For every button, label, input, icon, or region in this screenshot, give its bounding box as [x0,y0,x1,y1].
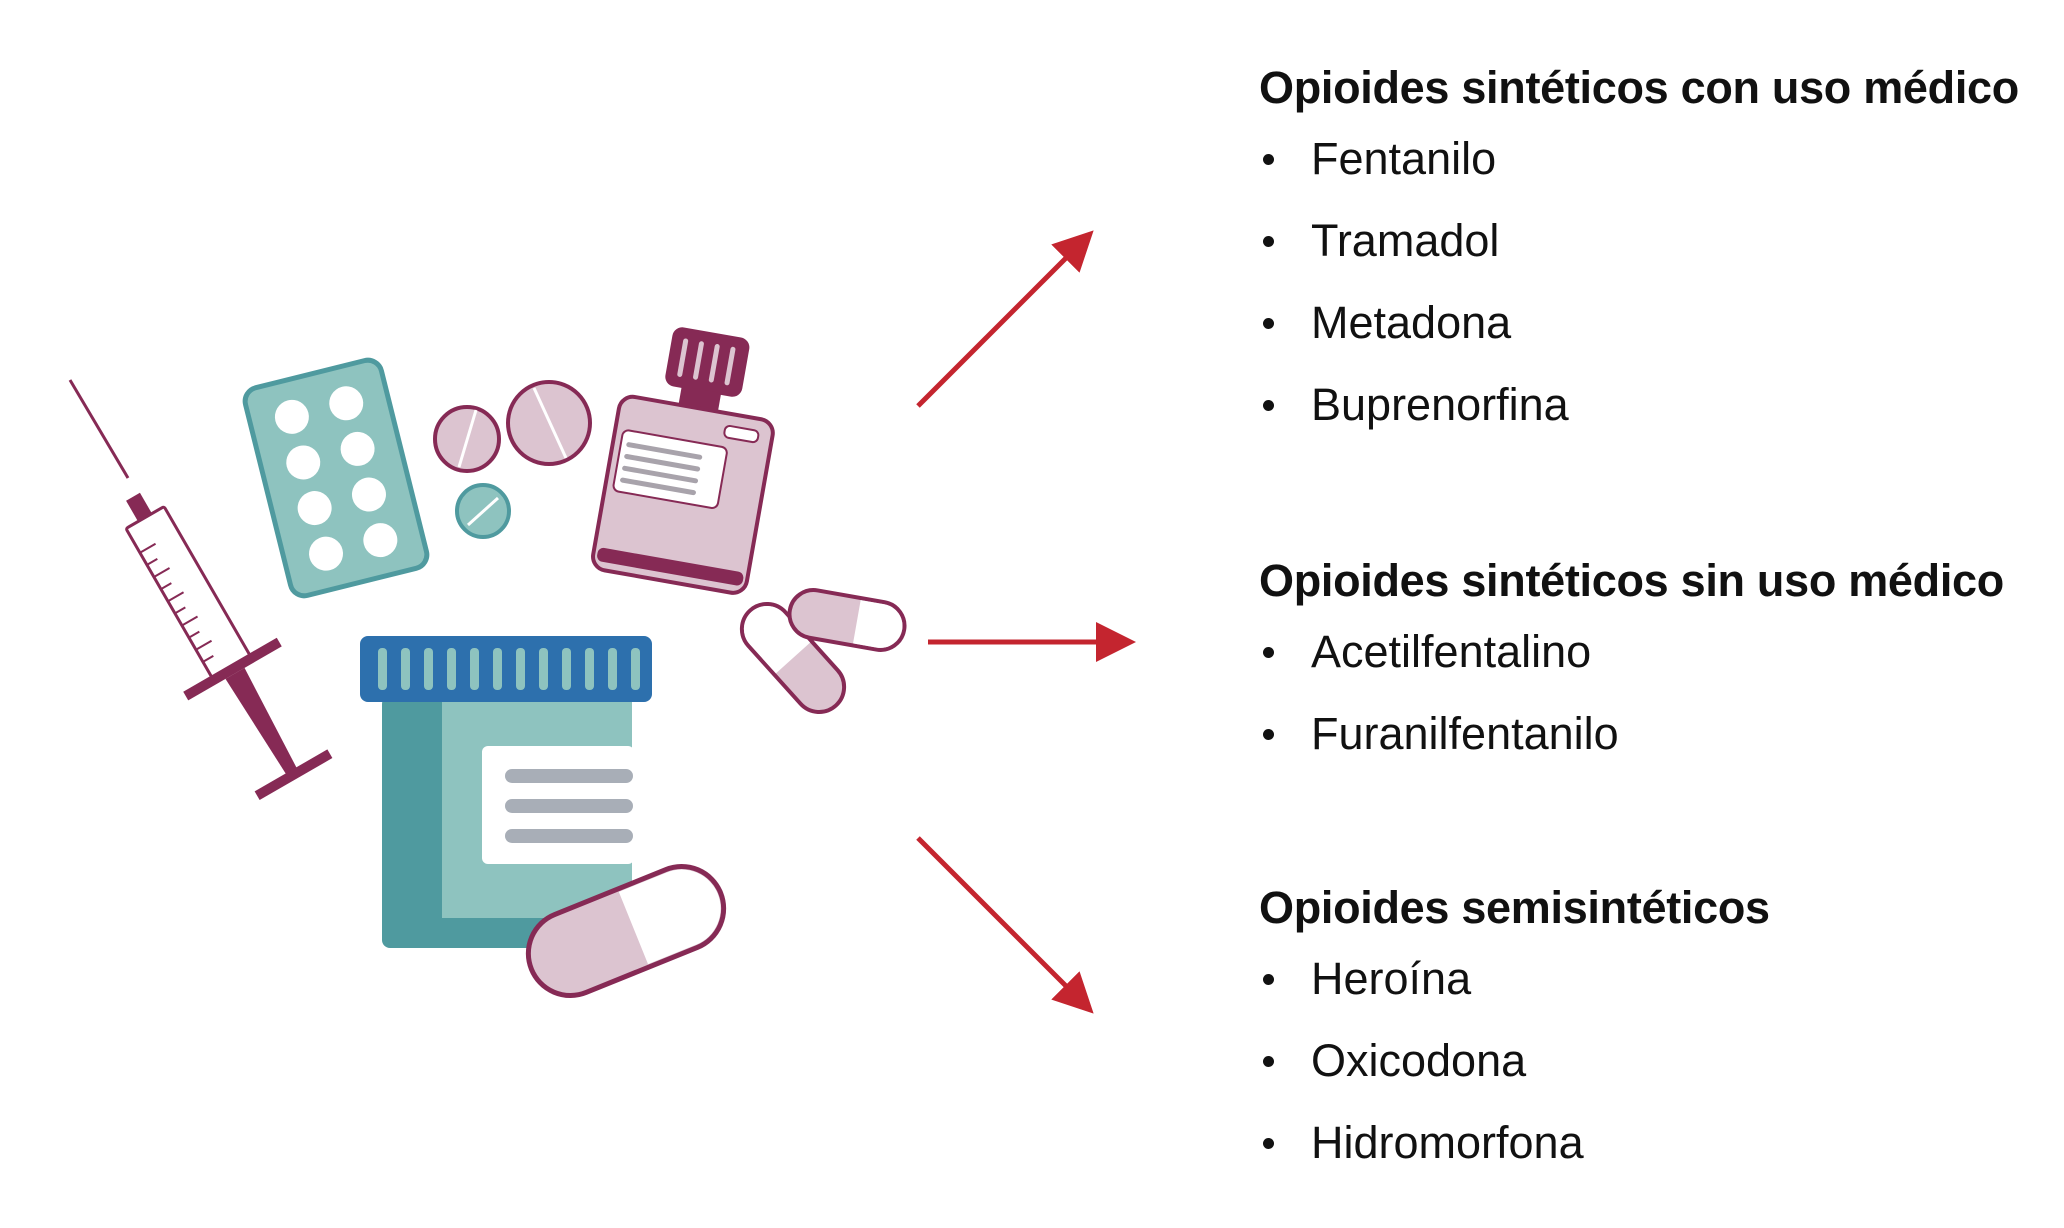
list-item: Oxicodona [1259,1020,1770,1102]
list-item: Furanilfentanilo [1259,693,2004,775]
group-synthetic-non-medical: Opioides sintéticos sin uso médico Aceti… [1259,551,2004,775]
group-title: Opioides sintéticos sin uso médico [1259,555,2004,606]
capsule-icon [525,864,727,998]
arrow-down-right [916,836,1094,1014]
item-list: Acetilfentalino Furanilfentanilo [1259,611,2004,775]
group-semisynthetic: Opioides semisintéticos Heroína Oxicodon… [1259,878,1770,1184]
arrow-up-right [916,230,1094,408]
group-title: Opioides semisintéticos [1259,882,1770,933]
list-item: Heroína [1259,938,1770,1020]
syringe-icon [68,379,333,801]
blister-pack-icon [242,357,430,599]
list-item: Hidromorfona [1259,1102,1770,1184]
list-item: Metadona [1259,282,2019,364]
list-item: Acetilfentalino [1259,611,2004,693]
group-synthetic-medical: Opioides sintéticos con uso médico Fenta… [1259,58,2019,446]
list-item: Fentanilo [1259,118,2019,200]
item-list: Fentanilo Tramadol Metadona Buprenorfina [1259,118,2019,446]
group-title: Opioides sintéticos con uso médico [1259,62,2019,113]
list-item: Tramadol [1259,200,2019,282]
item-list: Heroína Oxicodona Hidromorfona [1259,938,1770,1184]
capsule-icon [739,588,907,714]
medicine-bottle-icon [591,327,775,595]
list-item: Buprenorfina [1259,364,2019,446]
pill-jar-icon [360,636,652,948]
pill-icon [433,380,592,539]
